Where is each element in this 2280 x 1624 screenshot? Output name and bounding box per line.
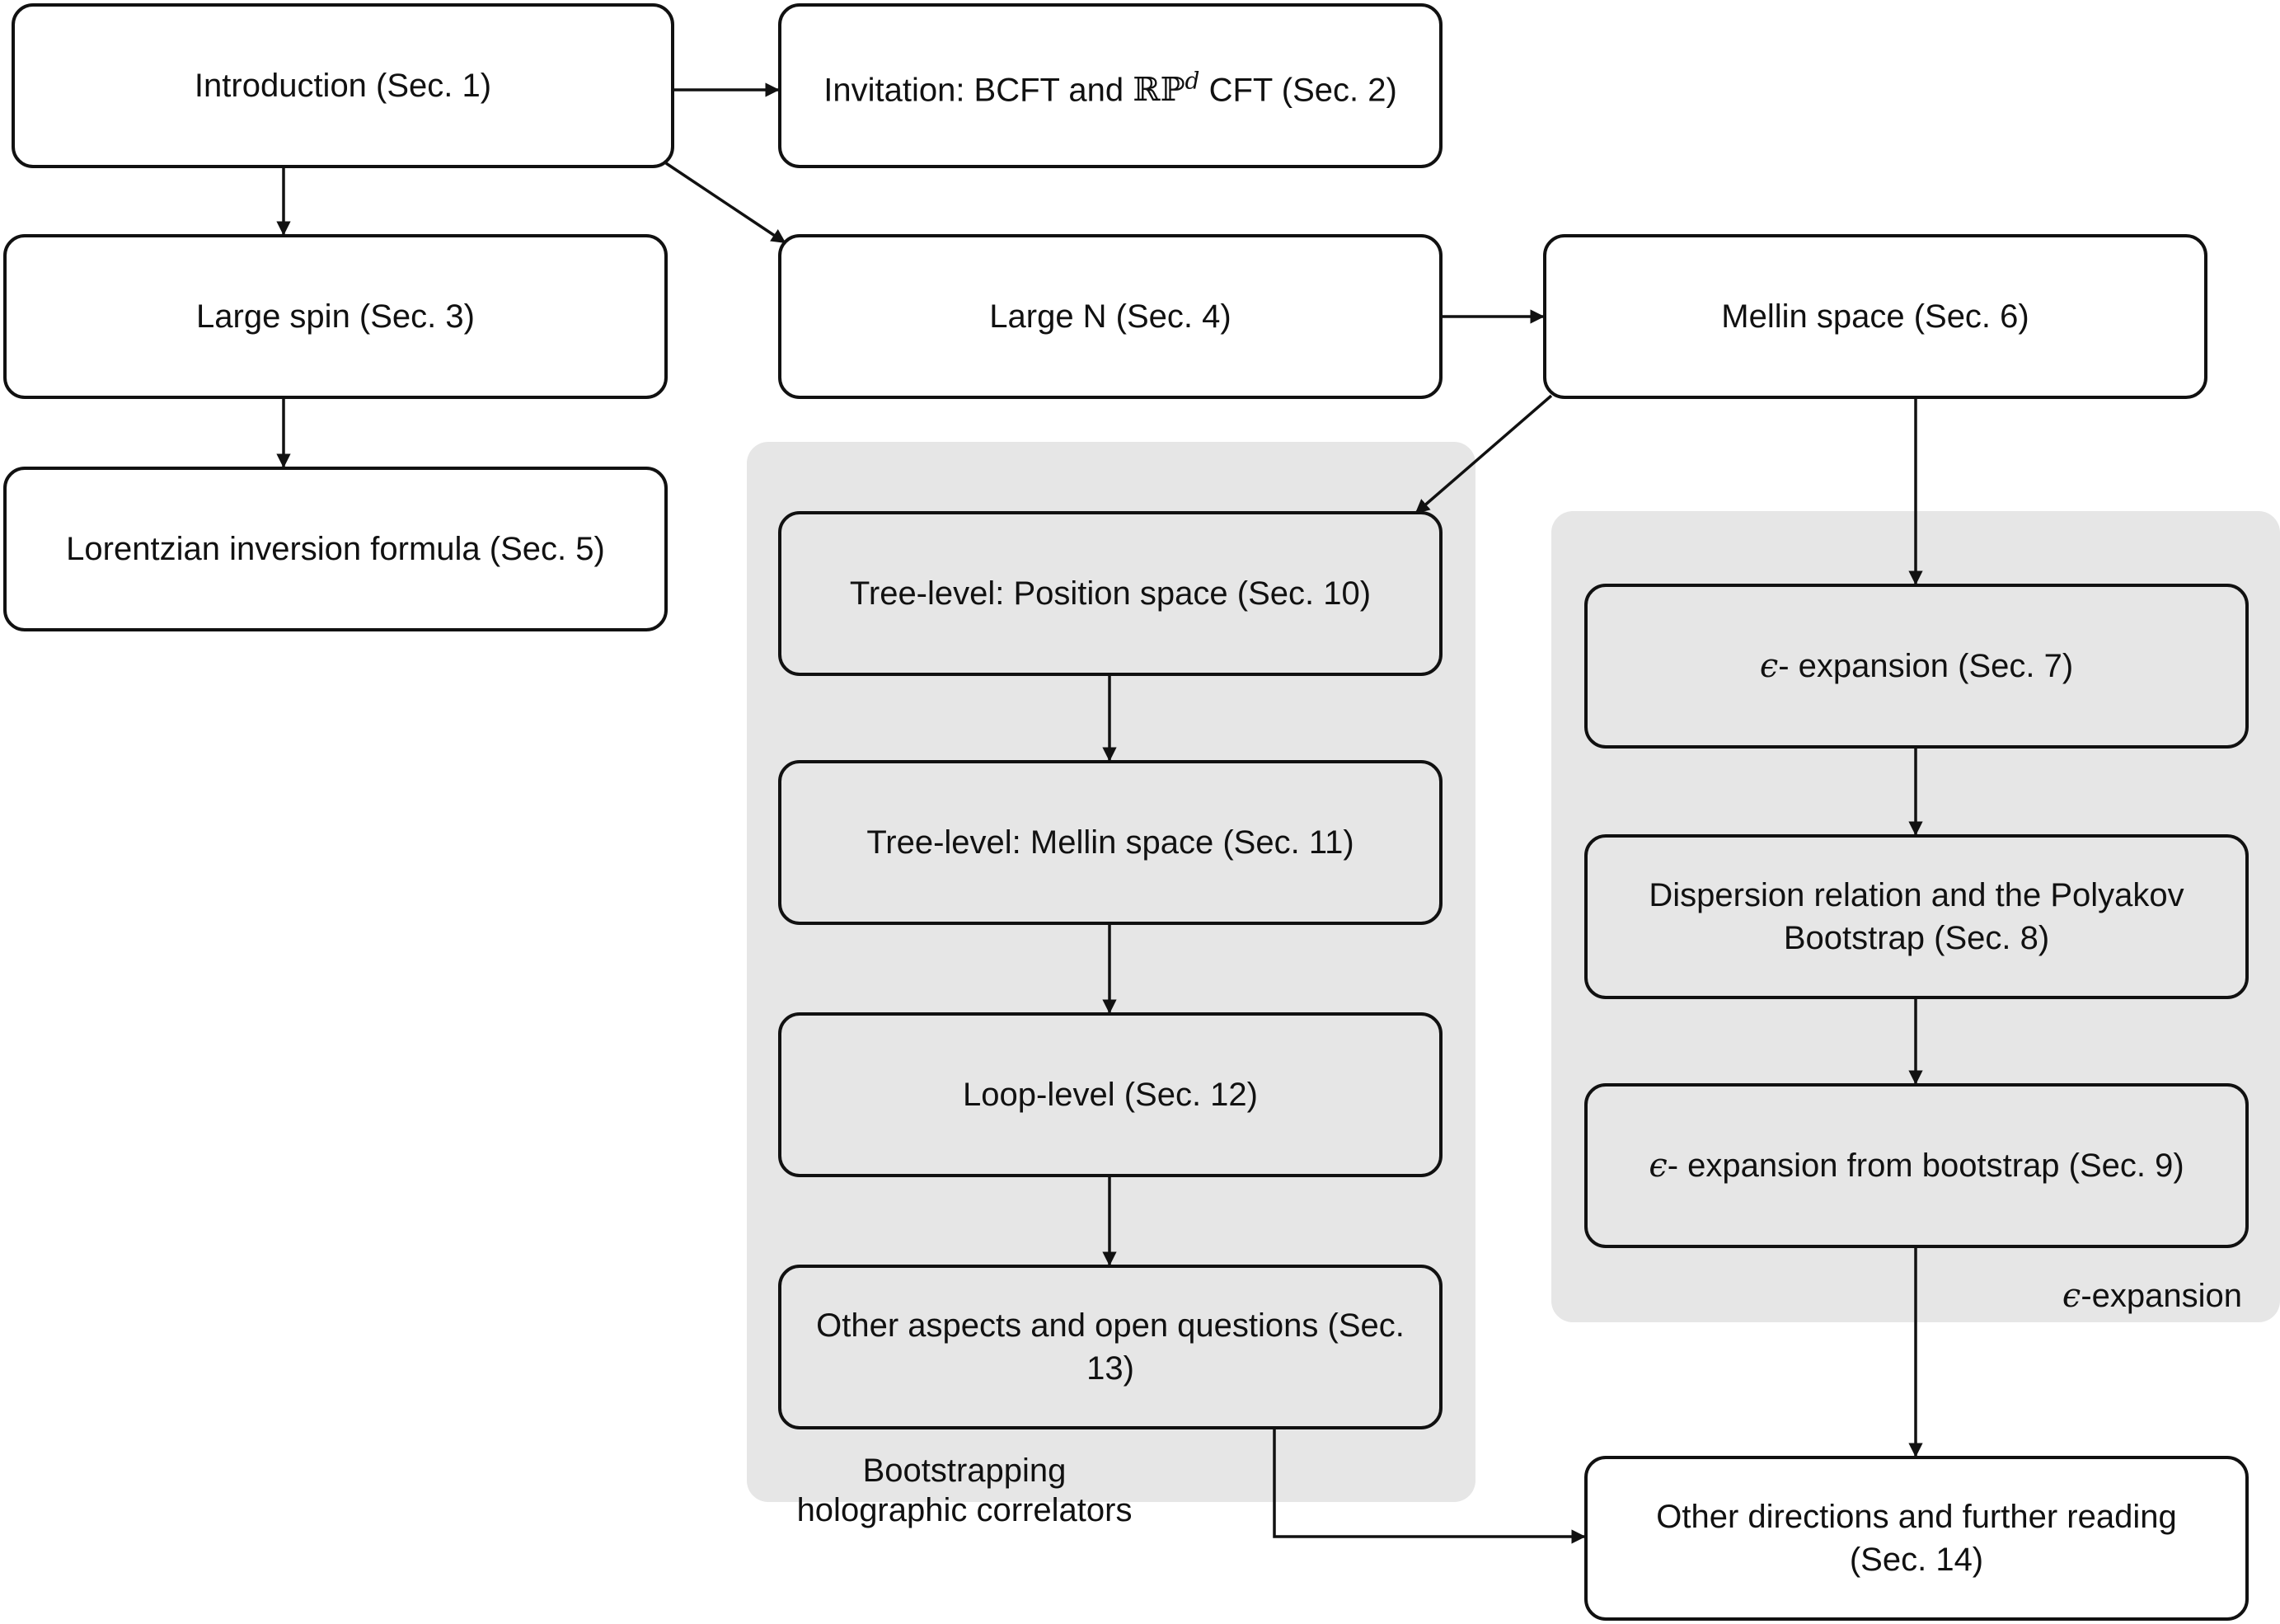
node-invitation-label: Invitation: BCFT and ℝℙd CFT (Sec. 2) [823, 60, 1397, 111]
node-large-n-label: Large N (Sec. 4) [989, 298, 1231, 335]
epsilon-symbol: ϵ [2062, 1277, 2081, 1315]
node-loop-level-label: Loop-level (Sec. 12) [963, 1077, 1258, 1113]
node-mellin-space-label: Mellin space (Sec. 6) [1721, 298, 2029, 335]
node-epsilon-expansion-text: - expansion (Sec. 7) [1778, 648, 2074, 684]
node-large-spin[interactable]: Large spin (Sec. 3) [3, 234, 668, 399]
node-other-aspects[interactable]: Other aspects and open questions (Sec. 1… [778, 1265, 1443, 1429]
epsilon-symbol: ϵ [1649, 1147, 1668, 1185]
edge-intro-to-large-n [665, 162, 786, 244]
node-epsilon-bootstrap[interactable]: ϵ- expansion from bootstrap (Sec. 9) [1584, 1083, 2249, 1248]
node-tree-level-mellin[interactable]: Tree-level: Mellin space (Sec. 11) [778, 760, 1443, 925]
node-tree-level-position[interactable]: Tree-level: Position space (Sec. 10) [778, 511, 1443, 676]
node-introduction-label: Introduction (Sec. 1) [194, 68, 492, 104]
node-mellin-space[interactable]: Mellin space (Sec. 6) [1543, 234, 2207, 399]
node-invitation-suffix: CFT (Sec. 2) [1199, 72, 1397, 109]
node-tree-level-mellin-label: Tree-level: Mellin space (Sec. 11) [866, 824, 1354, 861]
group-label-bootstrapping: Bootstrapping holographic correlators [791, 1451, 1138, 1530]
node-large-spin-label: Large spin (Sec. 3) [196, 298, 475, 335]
node-epsilon-bootstrap-text: - expansion from bootstrap (Sec. 9) [1667, 1148, 2184, 1184]
node-epsilon-bootstrap-label: ϵ- expansion from bootstrap (Sec. 9) [1649, 1144, 2184, 1187]
epsilon-symbol: ϵ [1759, 647, 1779, 685]
node-loop-level[interactable]: Loop-level (Sec. 12) [778, 1012, 1443, 1177]
node-other-directions-label: Other directions and further reading (Se… [1656, 1499, 2177, 1578]
node-introduction[interactable]: Introduction (Sec. 1) [12, 3, 674, 168]
node-other-aspects-label: Other aspects and open questions (Sec. 1… [816, 1307, 1405, 1387]
group-label-epsilon: ϵ-expansion [1995, 1276, 2242, 1316]
rp-letters: ℝℙ [1133, 71, 1185, 110]
node-large-n[interactable]: Large N (Sec. 4) [778, 234, 1443, 399]
rp-superscript: d [1185, 67, 1200, 95]
node-invitation-prefix: Invitation: BCFT and [823, 72, 1133, 109]
group-label-epsilon-text: -expansion [2081, 1278, 2242, 1314]
rp-symbol: ℝℙd [1133, 67, 1200, 110]
node-lorentzian-inversion[interactable]: Lorentzian inversion formula (Sec. 5) [3, 467, 668, 631]
node-invitation[interactable]: Invitation: BCFT and ℝℙd CFT (Sec. 2) [778, 3, 1443, 168]
node-dispersion-relation-label: Dispersion relation and the Polyakov Boo… [1649, 877, 2184, 956]
node-other-directions[interactable]: Other directions and further reading (Se… [1584, 1456, 2249, 1621]
node-lorentzian-inversion-label: Lorentzian inversion formula (Sec. 5) [66, 531, 605, 567]
group-label-bootstrapping-text: Bootstrapping holographic correlators [796, 1453, 1133, 1528]
node-tree-level-position-label: Tree-level: Position space (Sec. 10) [849, 575, 1372, 612]
node-epsilon-expansion[interactable]: ϵ- expansion (Sec. 7) [1584, 584, 2249, 749]
node-epsilon-expansion-label: ϵ- expansion (Sec. 7) [1760, 645, 2073, 688]
node-dispersion-relation[interactable]: Dispersion relation and the Polyakov Boo… [1584, 834, 2249, 999]
